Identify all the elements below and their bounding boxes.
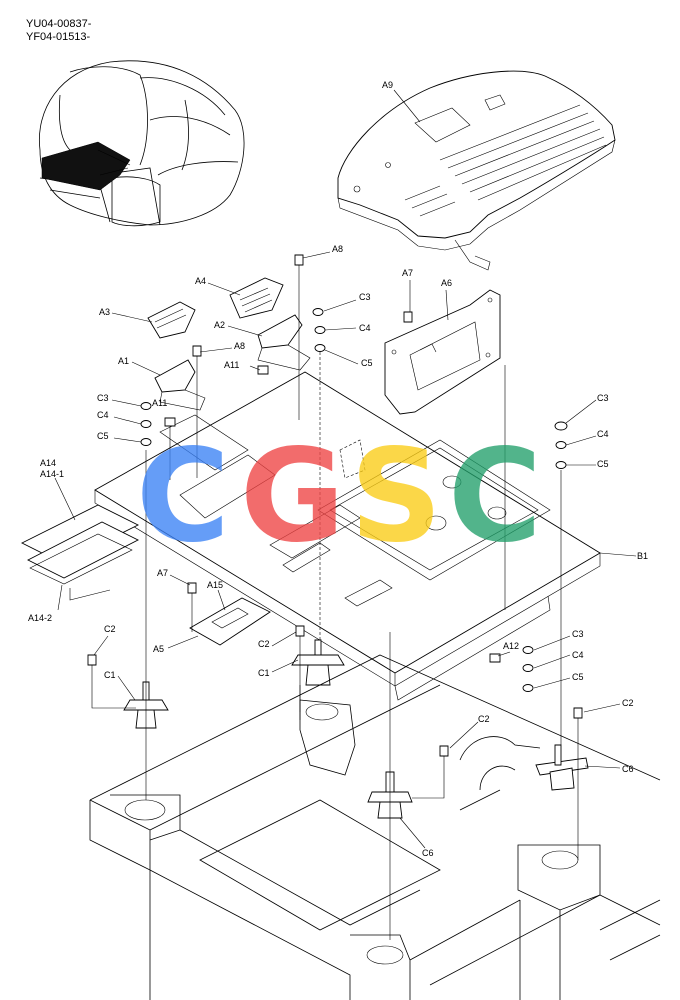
- label-a14-1: A14-1: [40, 469, 64, 479]
- watermark-letter-c1: C: [136, 422, 230, 571]
- pedal-a4: [229, 277, 284, 319]
- watermark-letter-c2: C: [448, 422, 542, 571]
- label-a8-top: A8: [332, 244, 343, 254]
- watermark-letter-s: S: [350, 422, 442, 571]
- label-c1-a: C1: [104, 670, 116, 680]
- label-c3-low: C3: [572, 629, 584, 639]
- hardware-bolts: [87, 254, 583, 772]
- label-c3-top: C3: [359, 292, 371, 302]
- part-code-2: YF04-01513-: [26, 31, 91, 43]
- label-a7-top: A7: [402, 268, 413, 278]
- label-a4: A4: [195, 276, 206, 286]
- lower-frame: [89, 654, 661, 1000]
- floor-highlight-area: [41, 141, 131, 191]
- label-c2-b: C2: [258, 639, 270, 649]
- label-c3-right: C3: [597, 393, 609, 403]
- label-c6-a: C6: [622, 764, 634, 774]
- plate-a5-a15: [189, 597, 271, 646]
- label-c2-d: C2: [622, 698, 634, 708]
- label-a7-low: A7: [157, 568, 168, 578]
- part-code-1: YU04-00837-: [26, 18, 92, 30]
- leader-lines: [54, 89, 637, 849]
- floor-cover-a14: [20, 504, 140, 585]
- label-a6: A6: [441, 278, 452, 288]
- label-c1-b: C1: [258, 668, 270, 678]
- label-c6-b: C6: [422, 848, 434, 858]
- pedal-a3: [147, 301, 196, 339]
- hardware-nuts-washers: [140, 308, 568, 692]
- label-a9: A9: [382, 80, 393, 90]
- label-b1: B1: [637, 551, 648, 561]
- callout-labels: A9 A8 A4 C3 A7 A6 A3 A2 C4 A8 A1 A11 C5 …: [28, 80, 648, 858]
- label-c2-a: C2: [104, 624, 116, 634]
- alignment-lines: [145, 282, 579, 940]
- label-a11-b: A11: [152, 398, 167, 408]
- label-c4-low: C4: [572, 650, 584, 660]
- label-a14: A14: [40, 458, 56, 468]
- side-panel-a6: [384, 289, 501, 415]
- label-a3: A3: [99, 307, 110, 317]
- part-codes: YU04-00837- YF04-01513-: [26, 18, 91, 44]
- bracket-a1: [154, 359, 206, 411]
- label-c5-top: C5: [361, 358, 373, 368]
- cgsc-watermark: C G S C: [136, 422, 542, 571]
- label-a11-a: A11: [224, 360, 239, 370]
- label-a5: A5: [153, 644, 164, 654]
- label-a8-mid: A8: [234, 341, 245, 351]
- label-c4-right: C4: [597, 429, 609, 439]
- floor-plate-b1: [94, 371, 601, 701]
- label-c3-left: C3: [97, 393, 109, 403]
- label-c5-left: C5: [97, 431, 109, 441]
- label-c5-low: C5: [572, 672, 584, 682]
- label-c4-left: C4: [97, 410, 109, 420]
- bracket-a2: [257, 314, 311, 371]
- label-a1: A1: [118, 356, 129, 366]
- label-c4-top: C4: [359, 323, 371, 333]
- label-c5-right: C5: [597, 459, 609, 469]
- label-a15: A15: [207, 580, 223, 590]
- watermark-letter-g: G: [240, 422, 345, 571]
- label-a12: A12: [503, 641, 519, 651]
- label-a2: A2: [214, 320, 225, 330]
- floor-mat-a9: [337, 70, 616, 271]
- label-a14-2: A14-2: [28, 613, 52, 623]
- label-c2-c: C2: [478, 714, 490, 724]
- cab-overview-thumbnail: [38, 60, 245, 227]
